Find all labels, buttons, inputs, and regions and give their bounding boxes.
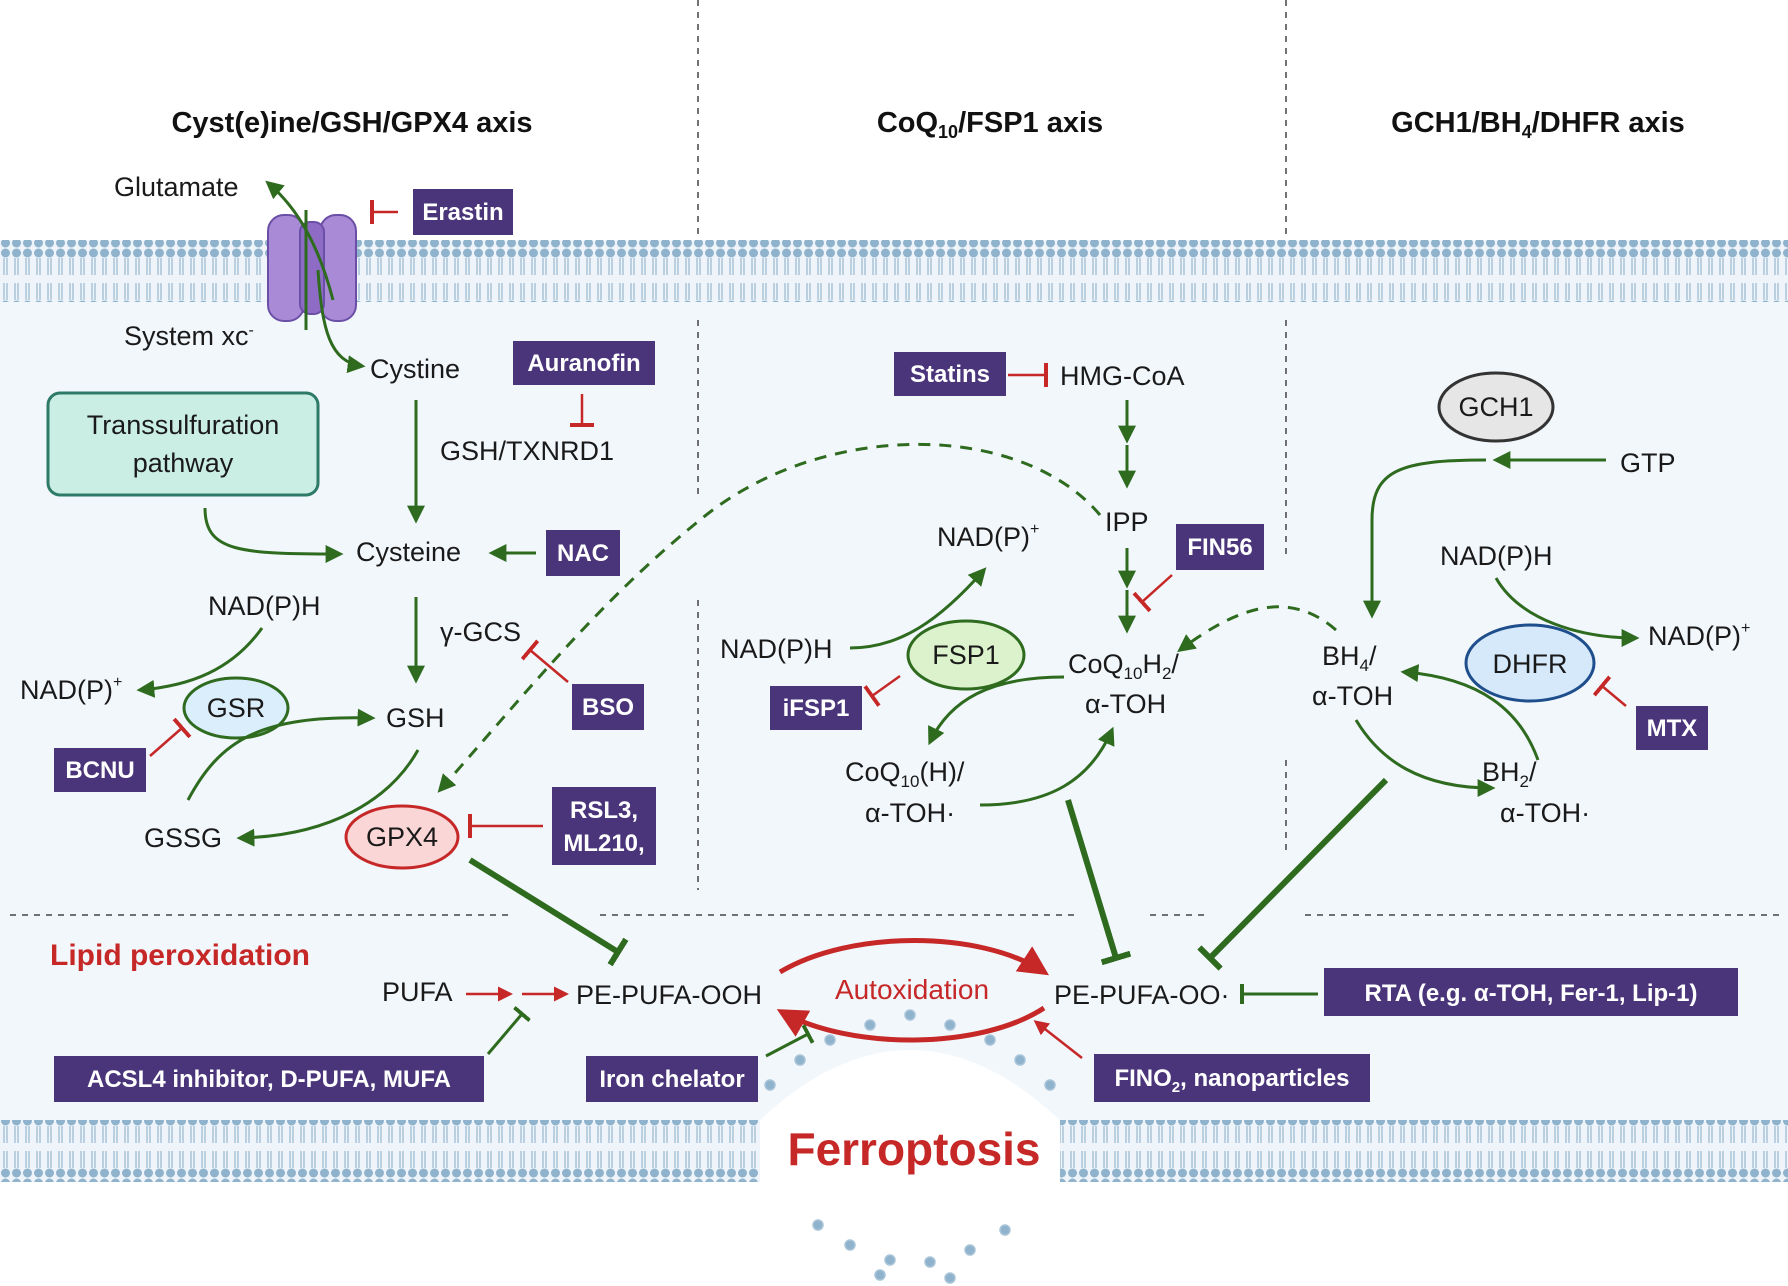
gtp-label: GTP [1620, 448, 1676, 478]
ifsp1-label: iFSP1 [783, 695, 850, 722]
cysteine-label: Cysteine [356, 537, 461, 567]
gpx4-enzyme: GPX4 [344, 804, 460, 870]
pufa-label: PUFA [382, 977, 453, 1007]
transsulfuration-label-line1: Transsulfuration [87, 410, 280, 440]
nac-label: NAC [557, 540, 609, 567]
header-gsh-gpx4-axis: Cyst(e)ine/GSH/GPX4 axis [171, 107, 532, 139]
rta-label: RTA (e.g. α-TOH, Fer-1, Lip-1) [1365, 980, 1698, 1007]
coq10h-label: CoQ10(H)/ [845, 757, 965, 791]
lipid-peroxidation-arrows [466, 938, 1318, 1059]
fin56-label: FIN56 [1187, 534, 1252, 561]
lipid-peroxidation-label: Lipid peroxidation [50, 939, 310, 972]
system-xc-label: System xc- [124, 321, 254, 351]
rta-box: RTA (e.g. α-TOH, Fer-1, Lip-1) [1324, 968, 1738, 1016]
transsulfuration-label-line2: pathway [133, 448, 234, 478]
mtx-box: MTX [1636, 706, 1708, 750]
pe-pufa-ooh-label: PE-PUFA-OOH [576, 980, 762, 1010]
statins-label: Statins [910, 361, 990, 388]
mtx-label: MTX [1647, 715, 1698, 742]
dhfr-label: DHFR [1493, 649, 1568, 679]
iron-chelator-box: Iron chelator [586, 1056, 758, 1102]
gssg-label: GSSG [144, 823, 222, 853]
gsh-txnrd1-label: GSH/TXNRD1 [440, 436, 614, 466]
hmg-coa-label: HMG-CoA [1060, 361, 1185, 391]
acsl4-label: ACSL4 inhibitor, D-PUFA, MUFA [87, 1066, 451, 1093]
nadph-left-label: NAD(P)H [208, 591, 321, 621]
nadph-right-label: NAD(P)H [1440, 541, 1553, 571]
ifsp1-box: iFSP1 [770, 686, 862, 730]
ipp-label: IPP [1105, 507, 1149, 537]
iron-chelator-label: Iron chelator [599, 1066, 744, 1093]
gch1-enzyme: GCH1 [1437, 371, 1555, 443]
coq10h2-label: CoQ10H2/ [1068, 649, 1179, 683]
fino2-box: FINO2, nanoparticles [1094, 1054, 1370, 1102]
fino2-label: FINO2, nanoparticles [1114, 1065, 1349, 1096]
alpha-toh-radical-right-label: α-TOH· [1500, 798, 1590, 828]
statins-box: Statins [894, 352, 1006, 396]
gsh-label: GSH [386, 703, 445, 733]
fin56-box: FIN56 [1176, 524, 1264, 570]
section-dividers [10, 0, 1785, 916]
header-coq10-fsp1-axis: CoQ10/FSP1 axis [877, 107, 1103, 142]
gch1-label: GCH1 [1458, 392, 1533, 422]
acsl4-inhibitor-box: ACSL4 inhibitor, D-PUFA, MUFA [54, 1056, 484, 1102]
transsulfuration-pathway-box: Transsulfuration pathway [46, 391, 320, 497]
bcnu-label: BCNU [65, 757, 134, 784]
alpha-toh-right-label: α-TOH [1312, 681, 1393, 711]
bso-box: BSO [572, 684, 644, 730]
cystine-label: Cystine [370, 354, 460, 384]
auranofin-label: Auranofin [527, 350, 640, 377]
autoxidation-label: Autoxidation [835, 974, 989, 1005]
nadp-left-label: NAD(P)+ [20, 674, 122, 705]
lipid-fragments [764, 1009, 1056, 1284]
bso-label: BSO [582, 694, 634, 721]
left-axis-arrows [136, 180, 629, 967]
middle-axis-arrows [437, 363, 1337, 966]
nadp-mid-label: NAD(P)+ [937, 521, 1039, 552]
nadph-mid-label: NAD(P)H [720, 634, 833, 664]
alpha-toh-mid-label: α-TOH [1085, 689, 1166, 719]
gamma-gcs-label: γ-GCS [440, 617, 521, 647]
erastin-box: Erastin [413, 189, 513, 235]
alpha-toh-radical-mid-label: α-TOH· [865, 798, 955, 828]
system-xc-transporter [267, 214, 357, 322]
bh4-label: BH4/ [1322, 641, 1377, 675]
bh2-label: BH2/ [1482, 757, 1537, 791]
nac-box: NAC [546, 530, 620, 576]
ferroptosis-label: Ferroptosis [787, 1123, 1040, 1175]
membrane-rupture [760, 1050, 1060, 1182]
nadp-right-label: NAD(P)+ [1648, 620, 1750, 651]
fsp1-enzyme: FSP1 [906, 619, 1026, 691]
gsr-label: GSR [207, 693, 266, 723]
gpx4-label: GPX4 [366, 822, 438, 852]
pe-pufa-oo-label: PE-PUFA-OO· [1054, 980, 1230, 1010]
header-gch1-bh4-dhfr-axis: GCH1/BH4/DHFR axis [1391, 107, 1685, 142]
dhfr-enzyme: DHFR [1464, 623, 1596, 703]
rsl3-ml210-box: RSL3, ML210, [552, 787, 656, 865]
right-axis-arrows [1197, 451, 1640, 971]
glutamate-label: Glutamate [114, 172, 239, 202]
rsl3-label: RSL3, [570, 797, 638, 824]
gsr-enzyme: GSR [182, 676, 290, 740]
fsp1-label: FSP1 [932, 640, 1000, 670]
ml210-label: ML210, [563, 830, 644, 857]
erastin-label: Erastin [422, 199, 503, 226]
bcnu-box: BCNU [54, 748, 146, 792]
auranofin-box: Auranofin [513, 341, 655, 385]
